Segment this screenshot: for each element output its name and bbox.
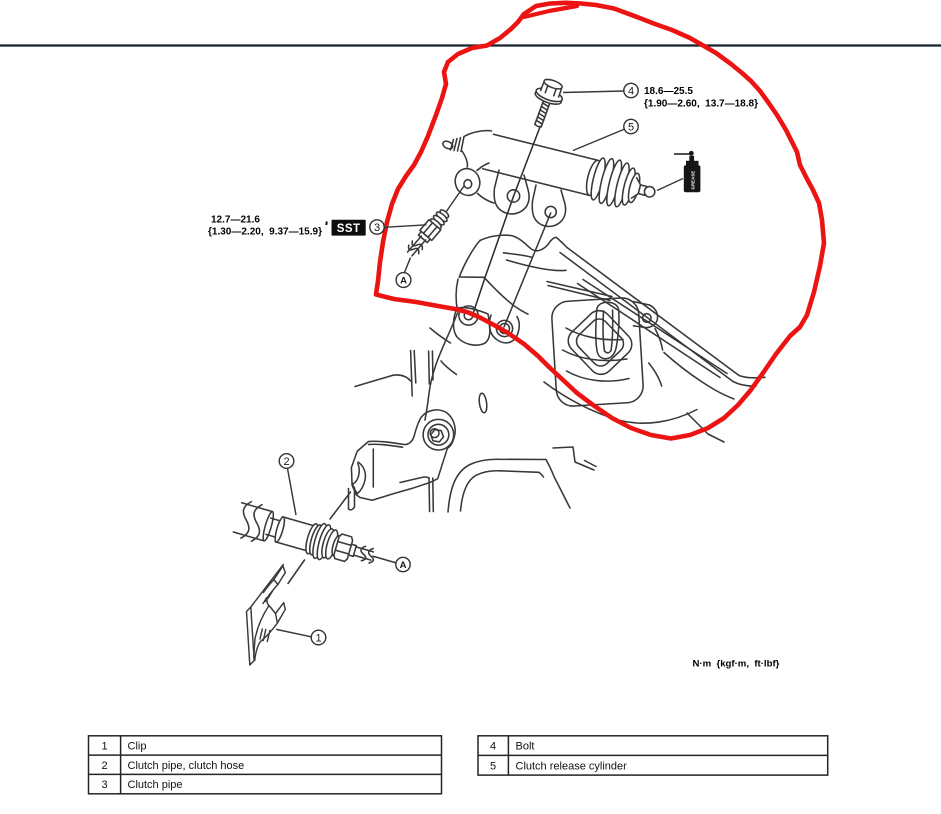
svg-text:2: 2 [283,456,289,468]
svg-text:5: 5 [490,760,496,772]
svg-text:1: 1 [315,633,321,645]
svg-text:Clutch pipe, clutch hose: Clutch pipe, clutch hose [128,760,245,772]
svg-text:2: 2 [101,760,107,772]
svg-text:N·m {kgf·m, ft·lbf}: N·m {kgf·m, ft·lbf} [693,659,780,670]
svg-text:A: A [400,276,407,287]
svg-text:1: 1 [101,741,107,753]
svg-text:{1.90—2.60, 13.7—18.8}: {1.90—2.60, 13.7—18.8} [644,99,758,110]
svg-text:4: 4 [490,741,496,753]
svg-text:18.6—25.5: 18.6—25.5 [644,86,693,97]
svg-text:Clip: Clip [128,741,147,753]
svg-text:3: 3 [374,222,380,234]
svg-text:Clutch pipe: Clutch pipe [128,779,183,791]
svg-text:Bolt: Bolt [516,741,535,753]
svg-text:{1.30—2.20, 9.37—15.9}: {1.30—2.20, 9.37—15.9} [208,227,322,238]
svg-text:4: 4 [628,85,634,97]
svg-text:Clutch release cylinder: Clutch release cylinder [516,760,628,772]
svg-text:3: 3 [101,779,107,791]
svg-text:12.7—21.6: 12.7—21.6 [211,214,260,225]
svg-text:SST: SST [337,223,361,235]
svg-text:GREASE: GREASE [690,171,695,190]
svg-text:A: A [400,560,407,571]
svg-text:5: 5 [628,121,634,133]
